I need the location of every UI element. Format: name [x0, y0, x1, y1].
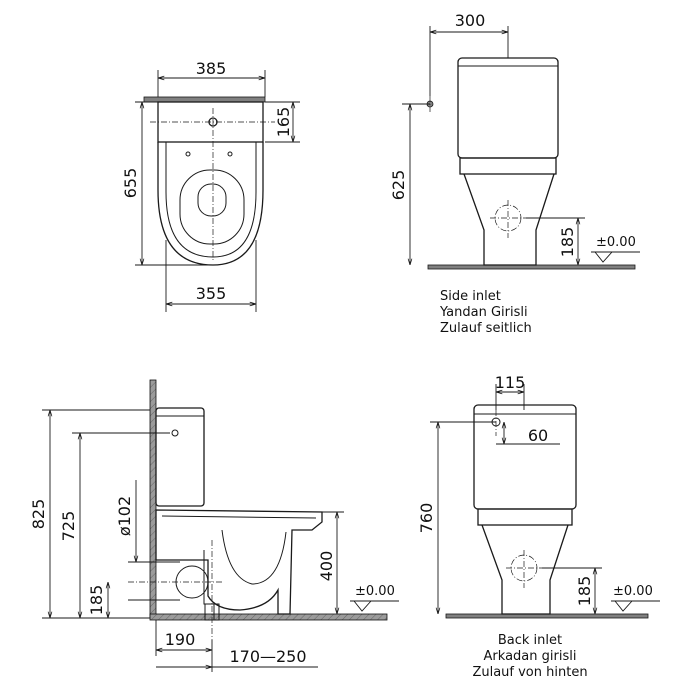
- hinge-left: [185, 151, 191, 157]
- dim-60: 60: [528, 426, 548, 445]
- dim-185: 185: [558, 227, 577, 258]
- seat-band-back: [477, 508, 573, 526]
- floor-level-marker: [594, 251, 614, 263]
- dim-102: ø102: [115, 496, 134, 536]
- side-section-view: 825 725 ø102 185 400 ±0.00 190 170—250: [29, 379, 399, 672]
- side-inlet-view: 300 625 185 ±0.00 Side inlet Yandan Giri…: [389, 11, 640, 336]
- seat-band: [459, 157, 557, 175]
- dim-115: 115: [495, 373, 526, 392]
- dim-625: 625: [389, 170, 408, 201]
- dim-355: 355: [196, 284, 227, 303]
- caption-line-3: Zulauf seitlich: [440, 321, 532, 336]
- wall-strip-top: [143, 96, 266, 103]
- pedestal-back: [481, 524, 569, 615]
- tank-front: [457, 57, 559, 159]
- hinge-right: [227, 151, 233, 157]
- seat-line: [161, 515, 317, 519]
- caption-back-3: Zulauf von hinten: [472, 665, 587, 680]
- caption-back-2: Arkadan girisli: [484, 649, 577, 664]
- tank-valve: [171, 429, 179, 437]
- dim-760: 760: [417, 503, 436, 534]
- dim-825: 825: [29, 499, 48, 530]
- pedestal-front: [463, 173, 555, 266]
- dim-725: 725: [59, 511, 78, 542]
- floor-section: [149, 613, 388, 621]
- bowl-interior: [221, 529, 287, 585]
- tank-back: [473, 404, 577, 510]
- caption-line-2: Yandan Girisli: [439, 305, 528, 320]
- floor-level-label: ±0.00: [596, 235, 636, 250]
- back-inlet-view: 115 60 760 185 ±0.00 Back inlet Arkadan …: [417, 373, 660, 680]
- dim-190: 190: [165, 630, 196, 649]
- floor-level-marker-2: [353, 600, 373, 612]
- caption-line-1: Side inlet: [440, 289, 501, 304]
- bowl-side: [155, 509, 323, 615]
- bowl-outline: [157, 142, 264, 266]
- floor-level-label-3: ±0.00: [613, 584, 653, 599]
- floor-level-label-2: ±0.00: [355, 584, 395, 599]
- dim-185-side: 185: [87, 585, 106, 616]
- dim-300: 300: [455, 11, 486, 30]
- floor-level-marker-3: [614, 600, 634, 612]
- dim-185-back: 185: [575, 576, 594, 607]
- dim-385: 385: [196, 59, 227, 78]
- bowl-inner: [179, 169, 245, 245]
- bowl-rim: [165, 142, 257, 258]
- caption-back-1: Back inlet: [498, 633, 562, 648]
- dim-655: 655: [121, 168, 140, 199]
- dim-165: 165: [274, 107, 293, 138]
- dim-400: 400: [317, 551, 336, 582]
- top-view: 385 165 655 355: [121, 59, 300, 312]
- tank-side: [155, 407, 205, 507]
- bowl-drain: [197, 183, 227, 217]
- dim-170-250: 170—250: [229, 647, 306, 666]
